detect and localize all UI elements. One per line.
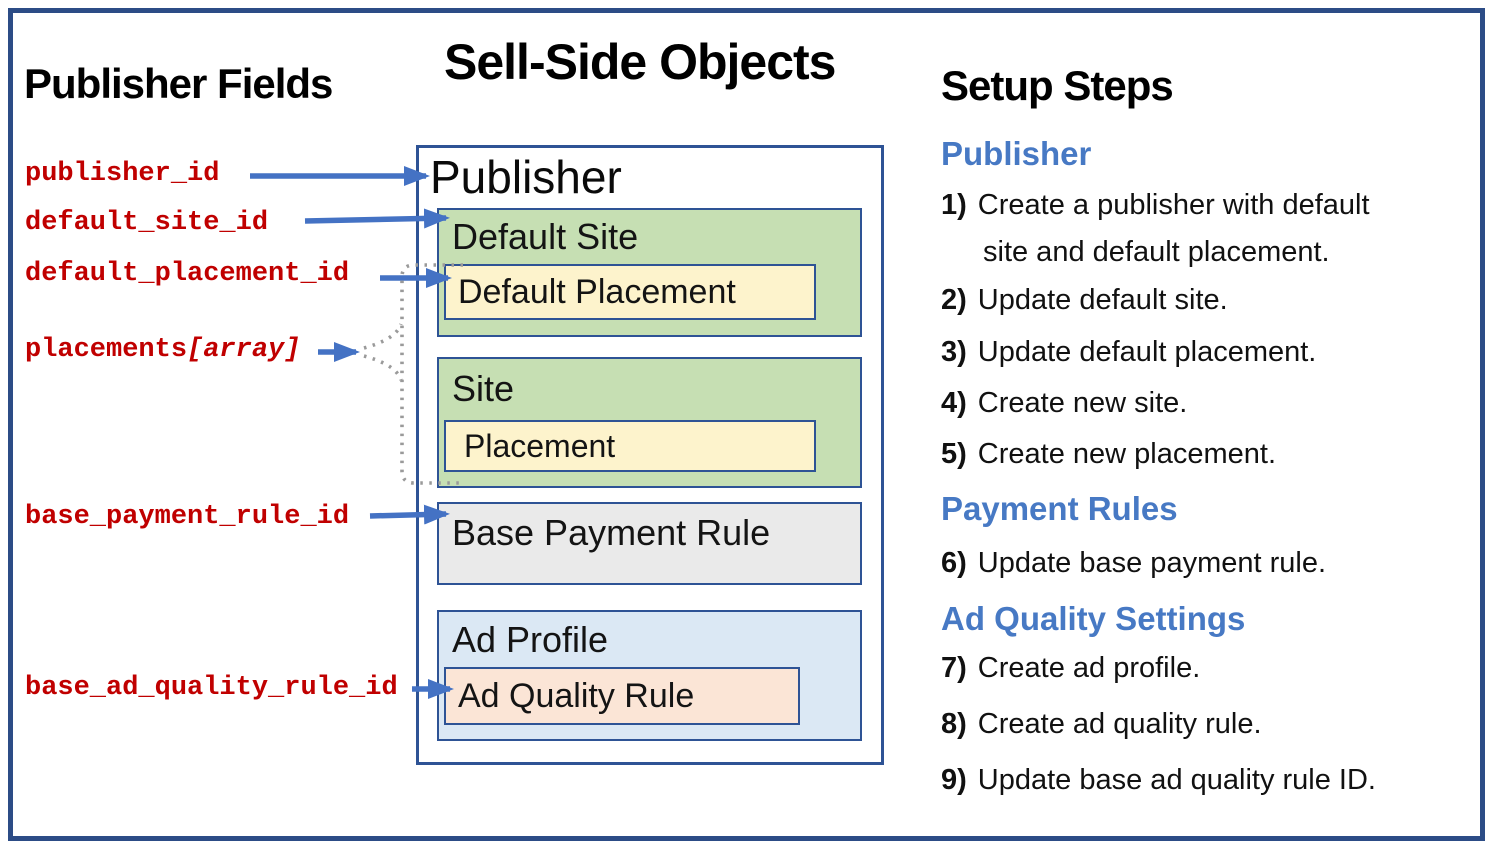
default-placement-label: Default Placement [458, 272, 736, 311]
step-row-8: 8) Create ad quality rule. [941, 701, 1262, 748]
base-payment-rule-label: Base Payment Rule [452, 512, 771, 553]
step-row-1: 1) Create a publisher with default site a… [941, 182, 1370, 276]
step-row-5: 5) Create new placement. [941, 431, 1276, 478]
publisher-label: Publisher [430, 151, 622, 203]
section-title-payment-rules: Payment Rules [941, 490, 1178, 527]
step-text: Create ad profile. [977, 652, 1201, 684]
field-label: placements [25, 335, 188, 365]
step-number: 3) [941, 336, 967, 368]
field-publisher-id: publisher_id [25, 159, 219, 189]
step-number: 1) [941, 189, 967, 221]
site-label: Site [452, 368, 515, 409]
step-text: Update base payment rule. [977, 547, 1327, 579]
step-number: 9) [941, 764, 967, 796]
step-text: Create ad quality rule. [977, 708, 1262, 740]
heading-publisher-fields: Publisher Fields [24, 60, 333, 107]
field-label: default_site_id [25, 208, 269, 238]
placement-label: Placement [464, 427, 616, 464]
step-text: Create new site. [977, 387, 1188, 419]
field-label: default_placement_id [25, 259, 350, 289]
field-default-site-id: default_site_id [25, 208, 268, 238]
heading-setup-steps: Setup Steps [941, 62, 1174, 109]
step-row-9: 9) Update base ad quality rule ID. [941, 757, 1376, 804]
field-label: base_payment_rule_id [25, 502, 350, 532]
step-row-4: 4) Create new site. [941, 380, 1187, 427]
ad-quality-rule-box: Ad Quality Rule [444, 667, 800, 725]
field-label: publisher_id [25, 159, 220, 189]
step-row-7: 7) Create ad profile. [941, 645, 1200, 692]
ad-profile-label: Ad Profile [452, 619, 609, 660]
step-text: Create a publisher with default [977, 189, 1370, 221]
section-title-publisher: Publisher [941, 135, 1092, 172]
section-title-ad-quality-settings: Ad Quality Settings [941, 600, 1246, 637]
field-base-payment-rule-id: base_payment_rule_id [25, 502, 349, 532]
step-number: 6) [941, 547, 967, 579]
base-payment-rule-box [437, 502, 862, 585]
step-number: 7) [941, 652, 967, 684]
step-row-3: 3) Update default placement. [941, 329, 1316, 376]
placement-box: Placement [444, 420, 816, 472]
step-number: 4) [941, 387, 967, 419]
step-row-6: 6) Update base payment rule. [941, 540, 1326, 587]
step-number: 2) [941, 284, 967, 316]
step-text-line2: site and default placement. [983, 236, 1330, 268]
step-number: 5) [941, 438, 967, 470]
default-site-label: Default Site [452, 216, 639, 257]
step-row-2: 2) Update default site. [941, 277, 1228, 324]
field-suffix: [array] [187, 335, 301, 365]
step-text: Create new placement. [977, 438, 1277, 470]
default-placement-box: Default Placement [444, 264, 816, 320]
step-text: Update base ad quality rule ID. [977, 764, 1376, 796]
ad-quality-rule-label: Ad Quality Rule [458, 676, 695, 715]
step-number: 8) [941, 708, 967, 740]
field-base-ad-quality-rule-id: base_ad_quality_rule_id [25, 673, 398, 703]
step-text: Update default placement. [977, 336, 1317, 368]
step-text: Update default site. [977, 284, 1228, 316]
heading-sell-side-objects: Sell-Side Objects [444, 34, 836, 90]
field-default-placement-id: default_placement_id [25, 259, 349, 289]
field-placements-array: placements[array] [25, 335, 300, 365]
field-label: base_ad_quality_rule_id [25, 673, 398, 703]
